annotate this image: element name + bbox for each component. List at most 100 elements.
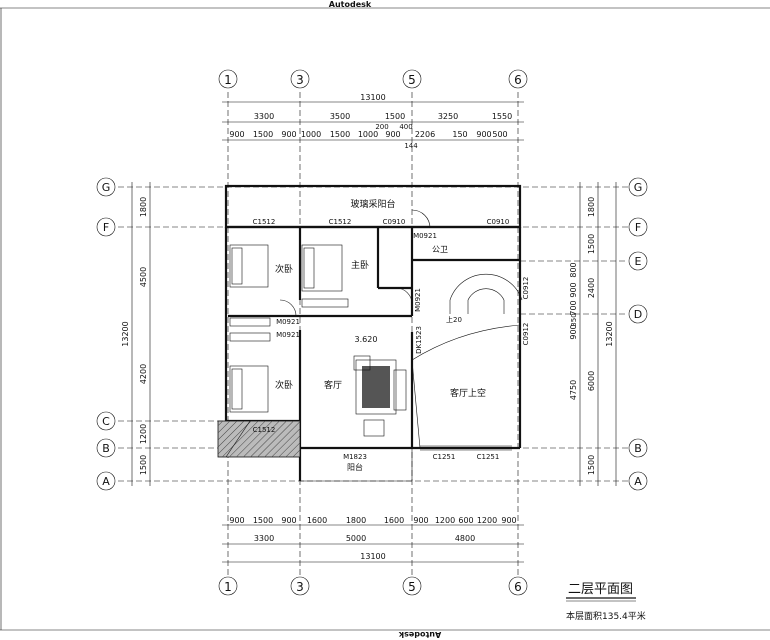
code-c0912-a: C0912 <box>522 277 530 300</box>
dim-left-3: 1200 <box>139 424 148 444</box>
dim-right-top: 1800 <box>587 197 596 217</box>
axis-markers-bottom: 1 3 5 6 <box>218 576 528 596</box>
dim-bottom-r1-6: 900 <box>413 516 428 525</box>
axis-bottom-5: 5 <box>408 580 416 594</box>
dim-left-4: 1500 <box>139 455 148 475</box>
code-m0921-d: M0921 <box>414 288 422 312</box>
axis-top-5: 5 <box>408 73 416 87</box>
dim-bottom-r1-0: 900 <box>229 516 244 525</box>
area-note: 本层面积135.4平米 <box>566 610 646 622</box>
dim-left-2: 4200 <box>139 364 148 384</box>
dim-right-7: 1500 <box>587 455 596 475</box>
dim-top-r2-0: 3300 <box>254 112 274 121</box>
code-c1512-b: C1512 <box>329 218 352 226</box>
element-codes: C1512 C1512 C1512 C0910 C0910 M0921 M092… <box>253 218 530 461</box>
axis-grid <box>118 92 628 575</box>
dim-bottom-total: 13100 <box>360 552 385 561</box>
axis-left-B: B <box>102 442 110 455</box>
code-m0921-c: M0921 <box>276 331 300 339</box>
code-c1512-c: C1512 <box>253 426 276 434</box>
axis-right-D: D <box>634 308 642 321</box>
label-bath: 公卫 <box>432 245 448 254</box>
dim-bottom-r1-3: 1600 <box>307 516 327 525</box>
dims-left: 1800 4500 4200 1200 1500 13200 <box>121 182 151 486</box>
dim-top-r3-2: 900 <box>281 130 296 139</box>
dim-bottom-r1-8: 600 <box>458 516 473 525</box>
axis-bottom-6: 6 <box>514 580 522 594</box>
code-c1251-a: C1251 <box>433 453 456 461</box>
axis-markers-top: 1 3 5 6 <box>218 69 528 89</box>
dim-bottom-r2-1: 5000 <box>346 534 366 543</box>
dim-top-r2-3: 3250 <box>438 112 458 121</box>
label-bedroom1: 次卧 <box>275 263 293 275</box>
dim-top-r3-10: 500 <box>492 130 507 139</box>
code-c0912-b: C0912 <box>522 323 530 346</box>
dim-right-total: 13200 <box>605 321 614 346</box>
dim-top-r3-7: 2206 <box>415 130 435 139</box>
axis-top-1: 1 <box>224 73 232 87</box>
dim-bottom-r1-1: 1500 <box>253 516 273 525</box>
dim-left-total: 13200 <box>121 321 130 346</box>
dim-bottom-r1-5: 1600 <box>384 516 404 525</box>
dim-bottom-r1-7: 1200 <box>435 516 455 525</box>
title-block: 二层平面图 本层面积135.4平米 <box>566 582 646 622</box>
dim-bottom-r2-2: 4800 <box>455 534 475 543</box>
dim-left-0: 1800 <box>139 197 148 217</box>
dim-top-r3-9: 900 <box>476 130 491 139</box>
label-glass-balcony: 玻璃采阳台 <box>350 198 395 210</box>
dims-top: 13100 3300 3500 1500 3250 1550 900 1500 … <box>222 93 524 150</box>
axis-right-G: G <box>634 181 643 194</box>
label-void: 客厅上空 <box>450 387 486 399</box>
brand-top: Autodesk <box>329 0 372 9</box>
elevation-mark: 3.620 <box>355 335 378 344</box>
dim-right-2: 900 <box>569 282 578 297</box>
dim-top-extra-0: 200 <box>375 123 388 131</box>
stair-up-label: 上20 <box>446 315 462 324</box>
axis-top-6: 6 <box>514 73 522 87</box>
dim-top-r3-6: 900 <box>385 130 400 139</box>
axis-bottom-1: 1 <box>224 580 232 594</box>
label-master: 主卧 <box>351 259 369 271</box>
dim-top-r3-4: 1500 <box>330 130 350 139</box>
dims-bottom: 900 1500 900 1600 1800 1600 900 1200 600… <box>222 516 524 563</box>
dim-right-6: 4750 <box>569 380 578 400</box>
brand-bottom: Autodesk <box>398 630 441 639</box>
axis-right-E: E <box>635 255 642 268</box>
axis-right-F: F <box>635 221 641 234</box>
dim-left-1: 4500 <box>139 267 148 287</box>
dim-top-r3-5: 1000 <box>358 130 378 139</box>
dim-bottom-r1-9: 1200 <box>477 516 497 525</box>
dim-top-r3-3: 1000 <box>301 130 321 139</box>
dim-right-1: 800 <box>569 262 578 277</box>
dim-top-r3-0: 900 <box>229 130 244 139</box>
dim-bottom-r1-10: 900 <box>501 516 516 525</box>
axis-left-A: A <box>102 475 110 488</box>
dim-top-r2-2: 1500 <box>385 112 405 121</box>
label-bedroom2: 次卧 <box>275 379 293 391</box>
code-m0921-b: M0921 <box>276 318 300 326</box>
dim-right-4: 350 <box>570 313 578 326</box>
dim-top-extra-2: 144 <box>404 142 418 150</box>
axis-right-A: A <box>634 475 642 488</box>
dims-right: 1800 1500 800 900 700 350 900 4750 1500 … <box>569 182 617 486</box>
axis-markers-left: G F C B A <box>96 177 116 491</box>
dim-top-r2-4: 1550 <box>492 112 512 121</box>
axis-right-B: B <box>634 442 642 455</box>
axis-left-G: G <box>102 181 111 194</box>
code-m0921-a: M0921 <box>413 232 437 240</box>
code-dk1523: DK1523 <box>415 326 423 354</box>
room-labels: 玻璃采阳台 次卧 主卧 次卧 客厅 客厅上空 公卫 阳台 <box>275 198 486 472</box>
dim-top-extra-1: 400 <box>399 123 412 131</box>
hatched-balcony <box>217 420 301 458</box>
dim-right-5: 900 <box>569 324 578 339</box>
axis-bottom-3: 3 <box>296 580 304 594</box>
code-c0910-a: C0910 <box>383 218 406 226</box>
dim-right-3: 700 <box>569 300 578 315</box>
dim-right-0: 1500 <box>587 234 596 254</box>
code-c1251-b: C1251 <box>477 453 500 461</box>
drawing-title: 二层平面图 <box>568 582 633 597</box>
dim-bottom-r2-0: 3300 <box>254 534 274 543</box>
dim-bottom-r1-2: 900 <box>281 516 296 525</box>
dim-right-mid-1: 6000 <box>587 371 596 391</box>
